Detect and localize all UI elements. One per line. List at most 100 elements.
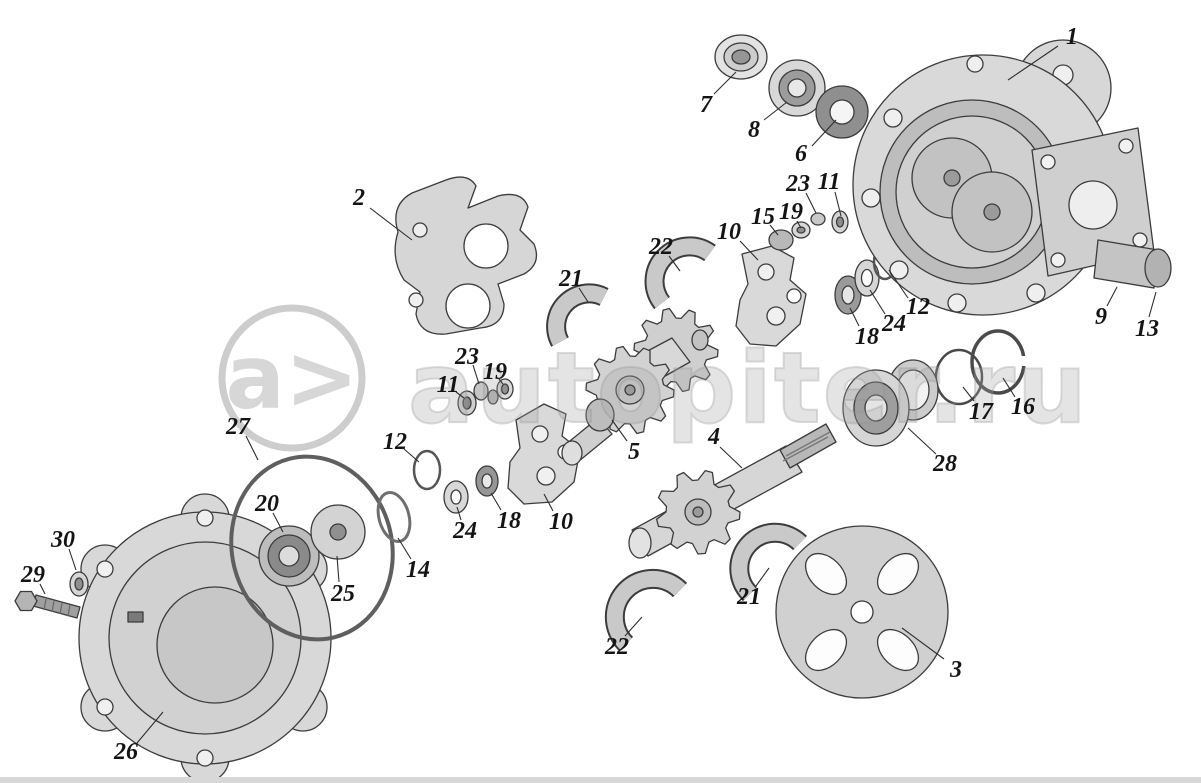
part-number-label-23: 23 xyxy=(454,344,479,370)
leader-line-30 xyxy=(68,548,77,571)
part-number-label-10: 10 xyxy=(717,219,741,245)
part-number-label-6: 6 xyxy=(795,141,807,167)
part-number-label-22: 22 xyxy=(648,234,673,260)
leader-line-23 xyxy=(805,192,817,214)
leader-line-18 xyxy=(490,492,502,511)
part-number-label-26: 26 xyxy=(113,739,138,765)
leader-line-21 xyxy=(755,567,770,587)
part-number-label-12: 12 xyxy=(383,429,407,455)
part-number-label-19: 19 xyxy=(779,199,803,225)
watermark-brand-text: autopiter.ru xyxy=(408,332,1089,446)
leader-line-24 xyxy=(456,506,462,521)
part-number-label-17: 17 xyxy=(969,399,994,425)
part-22-bearing-shell xyxy=(604,568,688,652)
leader-line-7 xyxy=(713,71,737,95)
casting-mark xyxy=(127,611,144,623)
part-number-label-16: 16 xyxy=(1011,394,1035,420)
part-number-label-11: 11 xyxy=(818,169,841,195)
watermark-logo-circle xyxy=(218,304,366,452)
part-16-snap-ring xyxy=(970,329,1030,395)
part-12-ring xyxy=(412,449,442,491)
leader-line-2 xyxy=(369,207,413,241)
part-number-label-14: 14 xyxy=(406,557,430,583)
part-number-label-30: 30 xyxy=(50,527,75,553)
part-number-label-8: 8 xyxy=(748,117,760,143)
part-10-bracket-plate xyxy=(735,245,807,347)
part-27-gasket-ring xyxy=(229,454,395,642)
leader-line-18 xyxy=(849,307,860,327)
part-number-label-15: 15 xyxy=(751,204,775,230)
leader-line-19 xyxy=(498,378,504,385)
part-3-rear-bracket xyxy=(775,525,949,699)
part-25-washer xyxy=(310,504,366,560)
leader-line-11 xyxy=(455,391,465,399)
leader-line-14 xyxy=(397,537,412,560)
part-number-label-11: 11 xyxy=(437,372,460,398)
part-2-front-bracket xyxy=(394,176,538,335)
part-number-label-29: 29 xyxy=(20,562,45,588)
callouts-layer: 1234567891010111112121314151617181819192… xyxy=(20,24,1159,765)
part-14-ring xyxy=(376,491,412,543)
part-15-plug xyxy=(768,229,794,251)
part-21-bearing-shell xyxy=(546,283,609,347)
part-number-label-3: 3 xyxy=(949,657,962,683)
part-9-shaft-neck xyxy=(1093,239,1159,289)
part-1-pump-housing xyxy=(852,39,1155,316)
leader-line-22 xyxy=(624,616,643,637)
part-7-seal-cap xyxy=(714,34,768,80)
part-28-ball-bearing xyxy=(842,359,939,447)
part-4-drive-gear-shaft xyxy=(628,423,837,559)
leader-line-22 xyxy=(668,255,681,272)
leader-line-15 xyxy=(769,224,779,236)
leader-line-12 xyxy=(888,269,909,299)
part-8-bearing xyxy=(768,59,826,117)
part-number-label-2: 2 xyxy=(352,185,365,211)
part-number-label-1: 1 xyxy=(1066,24,1078,50)
leader-line-4 xyxy=(719,446,743,469)
part-30-spring-washer xyxy=(69,571,89,597)
leader-line-23 xyxy=(472,364,480,385)
part-number-label-19: 19 xyxy=(483,359,507,385)
part-number-label-18: 18 xyxy=(497,508,521,534)
leader-line-21 xyxy=(578,287,589,303)
leader-line-24 xyxy=(869,289,886,315)
part-number-label-21: 21 xyxy=(736,584,761,610)
bottom-edge-strip xyxy=(0,777,1201,783)
part-number-label-23: 23 xyxy=(785,171,810,197)
part-number-label-4: 4 xyxy=(707,424,720,450)
part-13-shaft-end-cap xyxy=(1144,248,1172,288)
leader-line-27 xyxy=(245,435,259,461)
leader-line-3 xyxy=(901,627,945,660)
part-number-label-28: 28 xyxy=(932,451,957,477)
leader-line-29 xyxy=(39,583,46,595)
part-number-label-12: 12 xyxy=(906,294,930,320)
leader-line-20 xyxy=(272,512,284,533)
part-18-washer xyxy=(834,275,862,315)
leader-line-1 xyxy=(1007,45,1059,81)
leader-line-6 xyxy=(811,119,837,147)
leader-line-17 xyxy=(962,386,975,402)
part-23-washer xyxy=(810,212,826,226)
part-number-label-10: 10 xyxy=(549,509,573,535)
part-number-label-18: 18 xyxy=(855,324,879,350)
part-number-label-24: 24 xyxy=(452,518,477,544)
part-number-label-25: 25 xyxy=(330,581,355,607)
part-19-washer xyxy=(487,378,514,405)
part-23-washer xyxy=(473,381,489,401)
leader-line-5 xyxy=(611,419,628,442)
part-21-bearing-shell xyxy=(729,522,807,602)
part-24-washer xyxy=(443,480,469,514)
part-number-label-22: 22 xyxy=(604,634,629,660)
leader-line-11 xyxy=(834,191,842,217)
leader-line-16 xyxy=(1002,377,1016,398)
leader-line-19 xyxy=(796,220,802,229)
part-number-label-7: 7 xyxy=(700,92,713,118)
part-29-bolt xyxy=(14,590,81,619)
leader-line-8 xyxy=(763,101,788,121)
leader-line-26 xyxy=(136,711,164,744)
leader-line-9 xyxy=(1106,286,1118,307)
part-number-label-21: 21 xyxy=(558,266,583,292)
leader-line-10 xyxy=(543,493,554,512)
part-number-label-20: 20 xyxy=(254,491,279,517)
part-number-label-24: 24 xyxy=(881,311,906,337)
